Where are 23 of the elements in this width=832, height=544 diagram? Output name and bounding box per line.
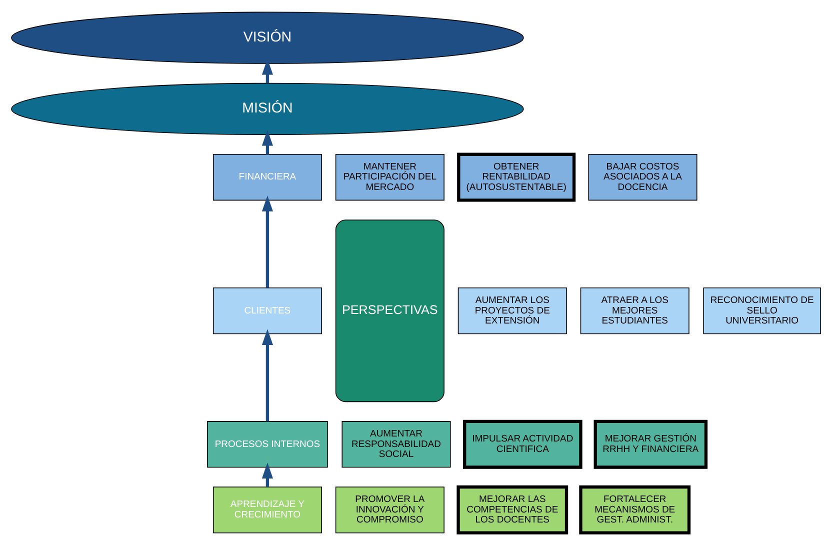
arrow bbox=[262, 195, 273, 288]
node-box: AUMENTAR LOS PROYECTOS DE EXTENSIÓN bbox=[458, 287, 567, 334]
node-box: ATRAER A LOS MEJORES ESTUDIANTES bbox=[580, 287, 690, 334]
node-box: PROMOVER LA INNOVACIÓN Y COMPROMISO bbox=[335, 486, 444, 533]
node-box: MANTENER PARTICIPACIÓN DEL MERCADO bbox=[335, 153, 444, 200]
node-ellipse: MISIÓN bbox=[11, 82, 524, 135]
arrow bbox=[262, 462, 273, 486]
node-box: CLIENTES bbox=[212, 287, 322, 334]
node-box: FINANCIERA bbox=[212, 153, 322, 200]
node-box: OBTENER RENTABILIDAD (AUTOSUSTENTABLE) bbox=[457, 152, 576, 202]
arrow bbox=[262, 129, 273, 154]
node-box: FORTALECER MECANISMOS DE GEST. ADMINIST. bbox=[579, 484, 691, 534]
node-box: PROCESOS INTERNOS bbox=[207, 420, 328, 468]
node-ellipse: VISIÓN bbox=[11, 11, 524, 64]
node-box: AUMENTAR RESPONSABILIDAD SOCIAL bbox=[342, 420, 451, 468]
node-box: RECONOCIMIENTO DE SELLO UNIVERSITARIO bbox=[703, 287, 821, 334]
node-box: MEJORAR GESTIÓN RRHH Y FINANCIERA bbox=[594, 419, 708, 468]
node-box: MEJORAR LAS COMPETENCIAS DE LOS DOCENTES bbox=[456, 484, 568, 534]
arrow bbox=[262, 328, 273, 421]
node-box: APRENDIZAJE Y CRECIMIENTO bbox=[212, 486, 322, 533]
node-box: IMPULSAR ACTIVIDAD CIENTIFICA bbox=[463, 419, 582, 468]
node-box: PERSPECTIVAS bbox=[335, 219, 444, 402]
node-box: BAJAR COSTOS ASOCIADOS A LA DOCENCIA bbox=[588, 153, 698, 200]
